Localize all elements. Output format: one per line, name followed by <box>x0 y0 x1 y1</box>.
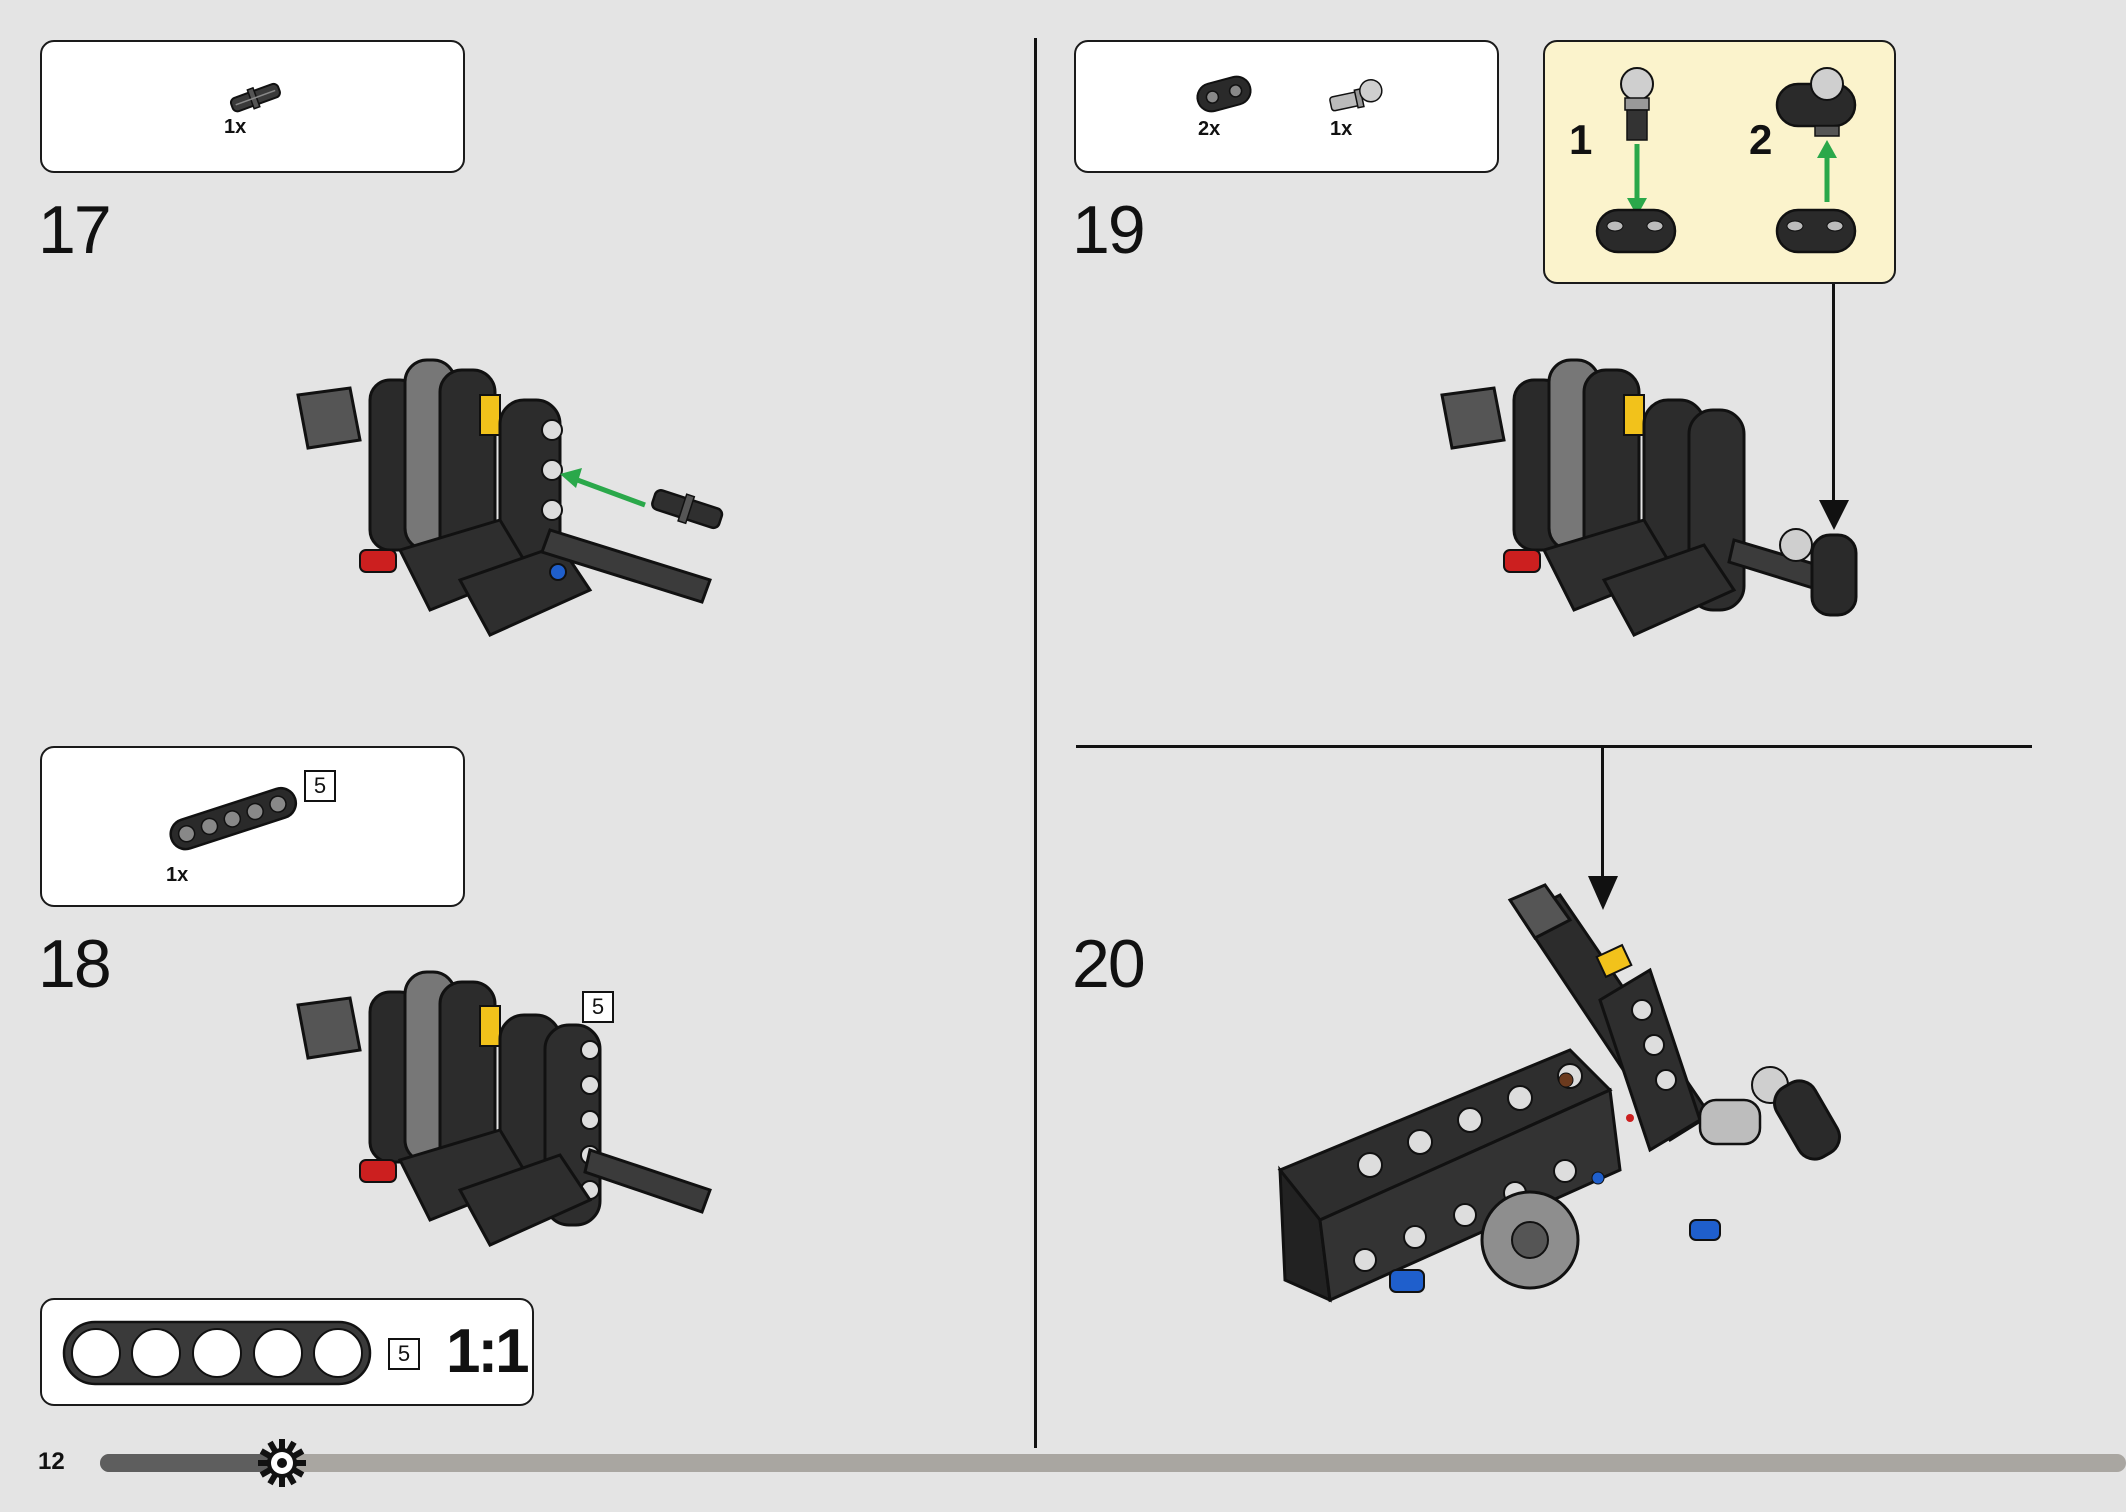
page-number: 12 <box>38 1448 65 1475</box>
step-17-parts-callout: 1x <box>40 40 465 173</box>
step-number: 18 <box>38 926 112 1002</box>
step-number: 17 <box>38 192 112 268</box>
substep-2-illustration <box>1775 67 1857 254</box>
part-quantity: 2x <box>1198 118 1221 140</box>
step-number: 20 <box>1072 926 1146 1002</box>
substep-connector-line <box>1832 284 1835 504</box>
step-20-model-illustration <box>1277 883 1841 1303</box>
beam-5-icon <box>169 786 298 851</box>
step-19-substeps-panel: 1 2 <box>1543 40 1896 284</box>
substep-connector-arrow <box>1819 500 1849 530</box>
progress-bar-fill <box>100 1454 282 1472</box>
step-19-parts-callout: 2x 1x <box>1074 40 1499 173</box>
scale-guide-ratio: 1:1 <box>446 1317 530 1386</box>
scale-guide-callout: 5 1:1 <box>40 1298 534 1406</box>
part-quantity: 1x <box>224 116 247 138</box>
friction-axle-pin-icon <box>229 82 281 113</box>
beam-2-icon <box>1196 75 1252 113</box>
part-length-label: 5 <box>304 770 336 802</box>
progress-bar-track <box>100 1454 2126 1472</box>
substep-number: 2 <box>1749 116 1773 163</box>
step-18-model-illustration <box>296 970 712 1247</box>
part-quantity: 1x <box>1330 118 1353 140</box>
scale-guide-length: 5 <box>388 1338 420 1370</box>
scale-guide-beam-icon <box>62 1320 372 1386</box>
step-number: 19 <box>1072 192 1146 268</box>
step-18-parts-callout: 5 1x <box>40 746 465 907</box>
page-divider-vertical <box>1034 38 1037 1448</box>
gear-icon <box>258 1439 306 1487</box>
part-quantity: 1x <box>166 864 189 886</box>
substep-1-illustration <box>1595 67 1677 254</box>
step-20-connector-line <box>1601 747 1604 877</box>
step-19-model-illustration <box>1440 358 1858 637</box>
step-20-connector-arrow <box>1588 876 1618 910</box>
step-divider-horizontal <box>1076 745 2032 748</box>
substep-number: 1 <box>1569 116 1593 163</box>
step-17-model-illustration <box>296 358 724 637</box>
ball-pin-icon <box>1329 79 1383 112</box>
model-length-label: 5 <box>582 991 614 1023</box>
